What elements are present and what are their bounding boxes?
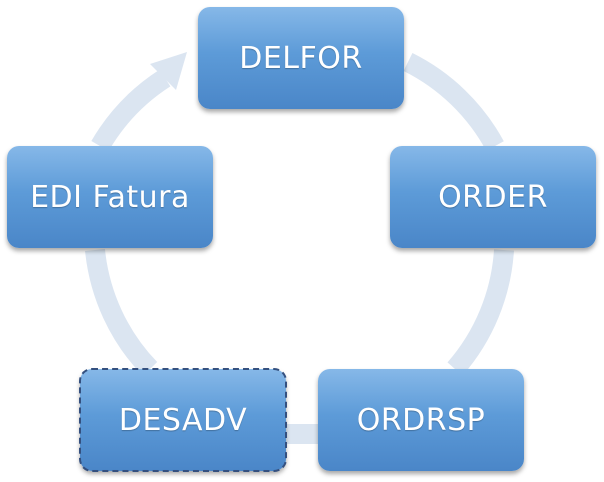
node-edi-fatura[interactable]: EDI Fatura	[7, 146, 213, 248]
connector-edi-delfor	[91, 69, 171, 152]
node-order[interactable]: ORDER	[390, 146, 596, 248]
node-order-label: ORDER	[438, 179, 548, 215]
node-edi-fatura-label: EDI Fatura	[30, 179, 190, 215]
node-ordrsp-label: ORDRSP	[356, 402, 486, 438]
node-delfor-label: DELFOR	[239, 40, 363, 76]
connector-delfor-order	[403, 53, 504, 151]
node-ordrsp[interactable]: ORDRSP	[318, 369, 524, 471]
cycle-connectors	[85, 53, 514, 444]
connector-desadv-edi	[85, 248, 158, 376]
connector-order-ordrsp	[447, 249, 514, 376]
node-desadv-label: DESADV	[118, 402, 248, 438]
cycle-arrowhead	[150, 52, 187, 90]
node-delfor[interactable]: DELFOR	[198, 7, 404, 109]
node-desadv[interactable]: DESADV	[79, 368, 287, 472]
